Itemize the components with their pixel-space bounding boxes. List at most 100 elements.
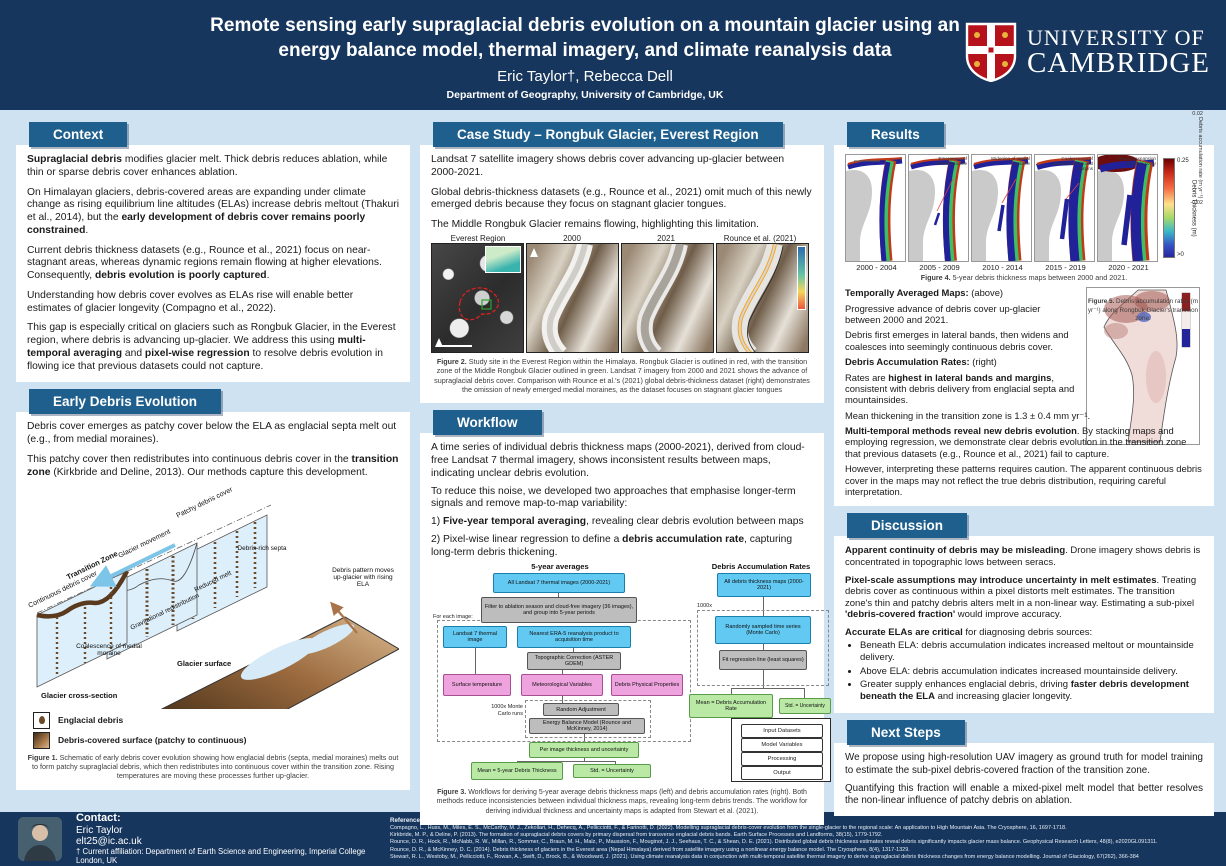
figure3-flowchart: 5-year averages Debris Accumulation Rate… (431, 562, 833, 784)
context-panel: Supraglacial debris modifies glacier mel… (16, 145, 410, 383)
section-tab-next-steps: Next Steps (847, 720, 965, 746)
results-panel: Emergence of medial moraine Widening of … (834, 111, 1214, 507)
section-tab-discussion: Discussion (847, 513, 968, 539)
section-tab-results: Results (847, 122, 944, 147)
affiliation-note: † Current affiliation: Department of Ear… (76, 846, 366, 865)
flow-box-std-uncertainty: Std. = Uncertainty (573, 764, 651, 779)
fig3-left-title: 5-year averages (531, 562, 589, 572)
north-arrow-icon (435, 337, 443, 347)
paragraph: Apparent continuity of debris may be mis… (845, 545, 1201, 568)
fig4-colorbar-label: Debris Thickness (m) (1190, 179, 1197, 237)
flow-box-surface-temp: Surface temperature (443, 674, 511, 697)
cambridge-logo: UNIVERSITY OF CAMBRIDGE (965, 22, 1210, 82)
paragraph: This patchy cover then redistributes int… (27, 454, 399, 478)
north-arrow-icon (530, 247, 538, 257)
paragraph: Pixel-scale assumptions may introduce un… (845, 574, 1197, 621)
scale-bar (438, 344, 472, 347)
paragraph: Current debris thickness datasets (e.g.,… (27, 244, 382, 282)
affiliation: Department of Geography, University of C… (446, 89, 724, 102)
middle-column: Case Study – Rongbuk Glacier, Everest Re… (420, 122, 831, 825)
paragraph: However, interpreting these patterns req… (845, 463, 1202, 497)
logo-line2: CAMBRIDGE (1026, 46, 1210, 79)
paragraph: Progressive advance of debris cover up-g… (845, 302, 1041, 326)
flow-box-era5: Nearest ERA-5 reanalysis product to acqu… (517, 626, 631, 649)
fig1-label-septa: Debris-rich septa (237, 544, 287, 552)
fig4-panel-2015-2019: Coalescence of medial moraine and margin… (1034, 154, 1095, 262)
flow-label-monte-carlo: 1000x Monte Carlo runs (491, 704, 523, 717)
contact-block: Contact: Eric Taylor elt25@ic.ac.uk † Cu… (76, 812, 376, 866)
paragraph: Accurate ELAs are critical for diagnosin… (845, 626, 1093, 638)
references-block: References: Compagno, L., Huss, M., Mile… (390, 817, 1208, 861)
bullet-item: Above ELA: debris accumulation indicates… (860, 666, 1203, 678)
flow-box-mean-thickness: Mean = 5-year Debris Thickness (471, 762, 563, 781)
figure2-image-strip (431, 242, 813, 353)
results-text: Figure 5. Debris accumulation rates (m y… (845, 111, 1203, 497)
fig2-colorbar (797, 245, 806, 310)
fig4-colorbar-min: >0 (1177, 252, 1184, 258)
paragraph: Global debris-thickness datasets (e.g., … (431, 186, 812, 211)
title-block: Remote sensing early supraglacial debris… (190, 13, 980, 101)
flow-dashed-monte-carlo (525, 700, 651, 739)
flow-box-per-image: Per image thickness and uncertainty (529, 742, 639, 759)
flow-box-random-adjust: Random Adjustment (543, 703, 619, 717)
legend-model-variables: Model Variables (741, 738, 823, 753)
flow-box-all-landsat: All Landsat 7 thermal images (2000-2021) (493, 573, 625, 594)
flow-dashed-regression (697, 610, 829, 687)
paragraph: Understanding how debris cover evolves a… (27, 289, 354, 314)
figure5-art (1086, 287, 1200, 446)
paragraph: We propose using high-resolution UAV ima… (845, 752, 1203, 776)
paragraph: A time series of individual debris thick… (431, 442, 805, 479)
left-column: Context Supraglacial debris modifies gla… (16, 122, 410, 790)
figure4-map-strip: Emergence of medial moraine Widening of … (845, 154, 1203, 262)
rounce-dataset-art (731, 243, 784, 352)
flow-box-met-vars: Meteorological Variables (521, 674, 603, 697)
fig1-label-debris-pattern: Debris pattern moves up-glacier with ris… (332, 566, 394, 589)
fig2-panel-everest-region (431, 242, 524, 353)
glacier-2000-art (541, 243, 593, 352)
section-tab-workflow: Workflow (433, 410, 542, 436)
flow-box-random-sample: Randomly sampled time series (Monte Carl… (715, 616, 811, 645)
flow-box-fit-regression: Fit regression line (least squares) (719, 650, 807, 671)
flow-box-mean-accumulation: Mean = Debris Accumulation Rate (689, 694, 773, 719)
fig2-panel-rounce-2021 (716, 242, 809, 353)
paragraph: Debris cover emerges as patchy cover bel… (27, 421, 397, 446)
paragraph: This gap is especially critical on glaci… (27, 322, 396, 372)
contact-name: Eric Taylor (76, 824, 123, 836)
fig1-label-coalescence: Coalescence of medial moraine (76, 642, 142, 658)
fig4-panel-2020-2021: Upward expansion of debris cover (1097, 154, 1158, 262)
paragraph: Debris Accumulation Rates: (right) (845, 356, 997, 368)
figure3-caption: Figure 3. Workflows for deriving 5-year … (436, 789, 808, 815)
references-heading: References: (390, 817, 426, 825)
englacial-debris-swatch (33, 711, 50, 729)
fig5-colorbar-min: -0.02 (1190, 200, 1203, 207)
paragraph: Debris first emerges in lateral bands, t… (845, 329, 1069, 352)
reference-item: Rounce, D. R., Hock, R., McNabb, R. W., … (390, 839, 1158, 846)
india-inset-map (485, 245, 521, 273)
discussion-bullet-list: Beneath ELA: debris accumulation indicat… (845, 640, 1203, 702)
paragraph: Mean thickening in the transition zone i… (845, 409, 1091, 421)
avatar (18, 817, 62, 861)
paragraph: Supraglacial debris modifies glacier mel… (27, 154, 388, 178)
section-tab-context: Context (29, 122, 128, 147)
figure4-panel-labels: 2000 - 2004 2005 - 2009 2010 - 2014 2015… (856, 263, 1149, 272)
figure5-map: Figure 5. Debris accumulation rates (m y… (1083, 111, 1203, 446)
fig3-right-title: Debris Accumulation Rates (711, 562, 811, 572)
contact-email[interactable]: elt25@ic.ac.uk (76, 835, 142, 847)
figure2-panel-labels: Everest Region 2000 2021 Rounce et al. (… (450, 233, 797, 243)
fig1-legend-item-englacial: Englacial debris (33, 711, 399, 729)
fig4-colorbar-max: 0.25 (1177, 158, 1189, 164)
flow-box-debris-props: Debris Physical Properties (611, 674, 683, 697)
figure1-schematic: Continuous debris cover Transition Zone … (27, 486, 399, 709)
fig4-colorbar (1163, 158, 1175, 258)
fig4-colorbar-group: 0.25 >0 Debris Thickness (m) (1163, 154, 1197, 262)
fig5-colorbar-label: Debris accumulation rate (m yr⁻¹) (1197, 116, 1203, 199)
paragraph: Quantifying this fraction will enable a … (845, 782, 1203, 806)
figure2-caption: Figure 2. Study site in the Everest Regi… (434, 356, 810, 394)
glacier-2021-art (636, 243, 688, 352)
flow-box-filter: Filter to ablation season and cloud-free… (481, 597, 637, 624)
contact-heading: Contact: (76, 812, 121, 825)
workflow-panel: A time series of individual debris thick… (420, 433, 831, 825)
reference-item: Compagno, L., Huss, M., Miles, E. S., Mc… (390, 825, 1067, 832)
paragraph: To reduce this noise, we developed two a… (431, 485, 796, 510)
